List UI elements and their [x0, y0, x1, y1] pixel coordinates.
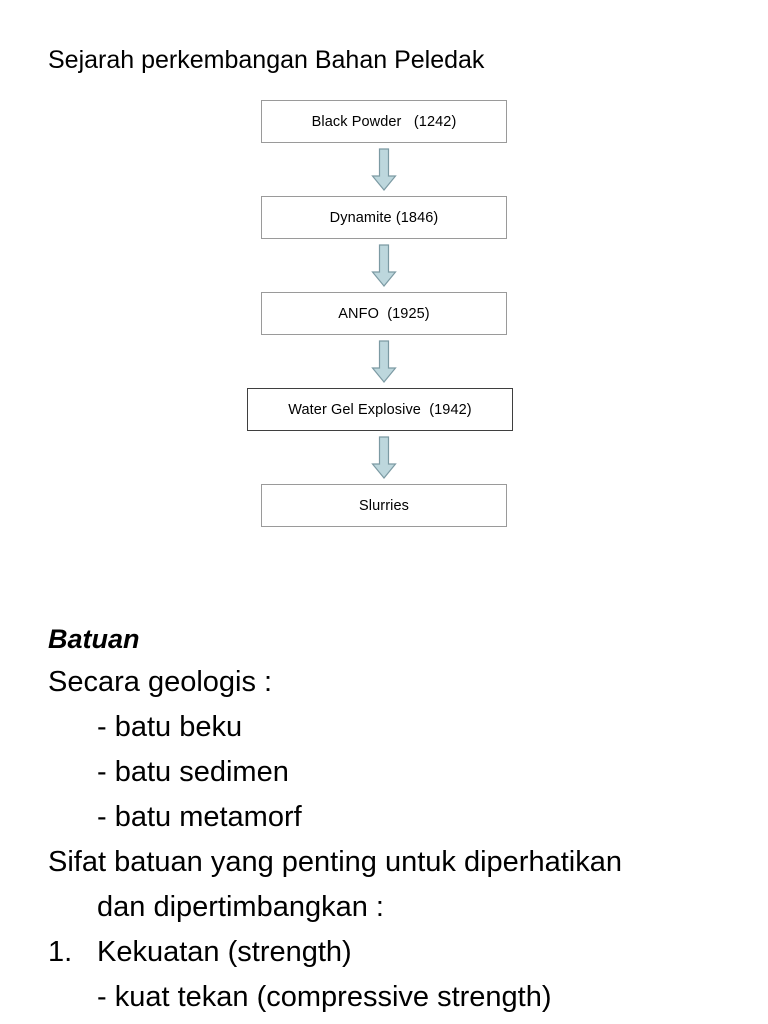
rock-type-item: - batu sedimen: [97, 756, 289, 788]
flow-box-anfo: ANFO (1925): [261, 292, 507, 335]
flow-step-water-gel-explosive: Water Gel Explosive (1942): [0, 388, 768, 431]
flow-box-dynamite: Dynamite (1846): [261, 196, 507, 239]
body-content: Batuan Secara geologis : - batu beku - b…: [0, 618, 768, 1020]
numbered-item-1-label: Kekuatan (strength): [97, 936, 352, 968]
rock-type-item: - batu metamorf: [97, 801, 302, 833]
flow-step-anfo: ANFO (1925): [0, 292, 768, 335]
flow-arrow-3: [0, 335, 768, 388]
flow-box-slurries: Slurries: [261, 484, 507, 527]
rock-type-item: - batu beku: [97, 711, 243, 743]
flow-step-black-powder: Black Powder (1242): [0, 100, 768, 143]
flow-step-dynamite: Dynamite (1846): [0, 196, 768, 239]
slide-title: Sejarah perkembangan Bahan Peledak: [48, 46, 485, 74]
flow-arrow-2: [0, 239, 768, 292]
down-arrow-icon: [371, 435, 397, 479]
flow-step-slurries: Slurries: [0, 484, 768, 527]
properties-intro-line-2: dan dipertimbangkan :: [97, 891, 384, 923]
numbered-item-1-subitem: - kuat tekan (compressive strength): [97, 981, 552, 1013]
geology-intro-line: Secara geologis :: [48, 666, 273, 698]
numbered-item-1: 1. Kekuatan (strength): [48, 930, 768, 975]
down-arrow-icon: [371, 243, 397, 287]
explosives-history-flowchart: Black Powder (1242) Dynamite (1846) ANFO…: [0, 100, 768, 527]
flow-box-water-gel-explosive: Water Gel Explosive (1942): [247, 388, 513, 431]
down-arrow-icon: [371, 339, 397, 383]
down-arrow-icon: [371, 147, 397, 191]
flow-arrow-4: [0, 431, 768, 484]
flow-arrow-1: [0, 143, 768, 196]
flow-box-black-powder: Black Powder (1242): [261, 100, 507, 143]
numbered-item-1-number: 1.: [48, 936, 73, 968]
section-heading-batuan: Batuan: [48, 624, 140, 654]
properties-intro-line-1: Sifat batuan yang penting untuk diperhat…: [48, 846, 622, 878]
